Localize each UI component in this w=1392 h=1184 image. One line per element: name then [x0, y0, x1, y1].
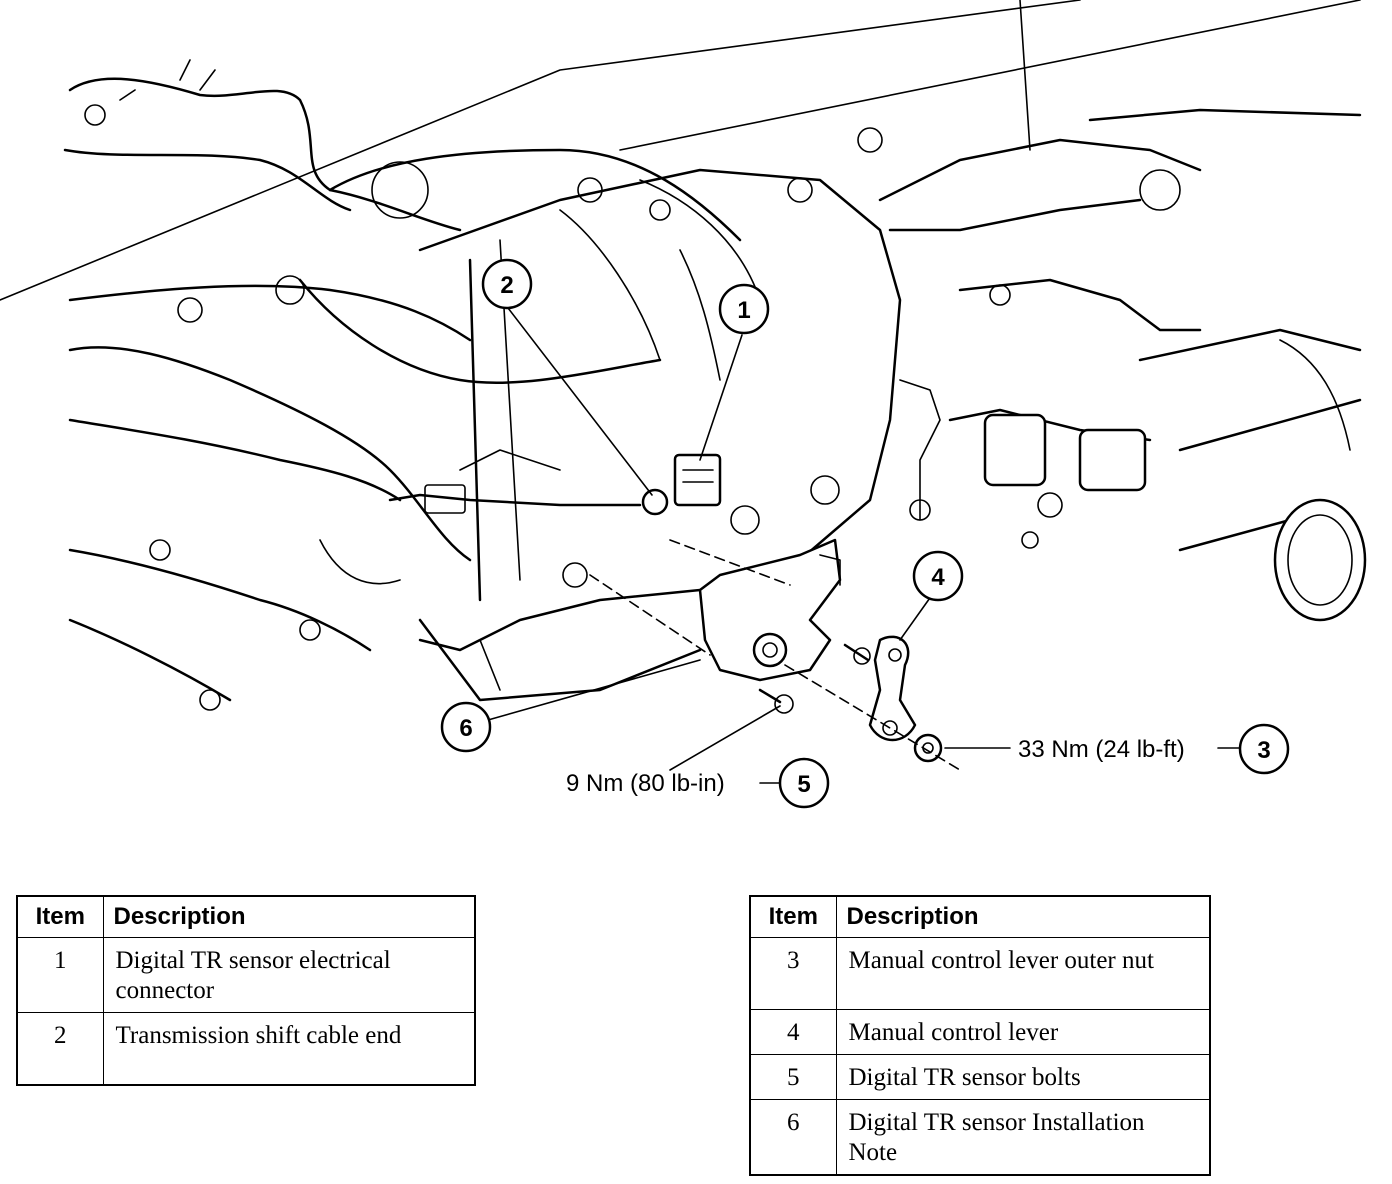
row-item: 5	[749, 1054, 837, 1100]
tr-connector	[673, 453, 722, 507]
table-row: 1 Digital TR sensor electrical connector	[16, 937, 476, 1013]
callout-6: 6	[440, 701, 492, 753]
header-description: Description	[835, 895, 1211, 938]
header-item: Item	[749, 895, 837, 938]
row-description: Digital TR sensor electrical connector	[102, 937, 476, 1013]
table-row: 4 Manual control lever	[749, 1009, 1211, 1055]
transfer-case	[857, 108, 1367, 622]
legend-table-right: Item Description 3 Manual control lever …	[749, 895, 1211, 1176]
table-row: 5 Digital TR sensor bolts	[749, 1054, 1211, 1100]
row-item: 3	[749, 937, 837, 1010]
table-row: 3 Manual control lever outer nut	[749, 937, 1211, 1010]
callout-3-label: 3	[1257, 737, 1270, 764]
row-description: Digital TR sensor bolts	[835, 1054, 1211, 1100]
row-description: Manual control lever outer nut	[835, 937, 1211, 1010]
bolts-nut	[758, 643, 943, 763]
row-item: 2	[16, 1012, 104, 1085]
callout-6-label: 6	[459, 715, 472, 742]
header-description: Description	[102, 895, 476, 938]
callout-2-label: 2	[500, 272, 513, 299]
transmission-case	[418, 168, 902, 702]
callout-5: 5	[778, 757, 830, 809]
digital-tr-sensor	[698, 538, 842, 682]
row-item: 4	[749, 1009, 837, 1055]
manual-control-lever	[868, 635, 917, 742]
callout-1: 1	[718, 283, 770, 335]
row-item: 1	[16, 937, 104, 1013]
torque-nut-label: 33 Nm (24 lb-ft)	[1018, 736, 1185, 763]
callout-4: 4	[912, 550, 964, 602]
torque-bolts-label: 9 Nm (80 lb-in)	[566, 770, 725, 797]
row-description: Digital TR sensor Installation Note	[835, 1099, 1211, 1176]
assembly-dashed-lines	[589, 539, 961, 771]
exhaust-manifold	[63, 59, 472, 342]
callout-5-label: 5	[797, 771, 810, 798]
transmission-diagram: 1 2 3 4 5 6 33 Nm (24 lb-ft) 9 Nm (80 lb…	[0, 0, 1367, 809]
callout-1-label: 1	[737, 297, 750, 324]
wiring-harness	[298, 148, 742, 384]
callout-3: 3	[1238, 723, 1290, 775]
table-row: 6 Digital TR sensor Installation Note	[749, 1099, 1211, 1176]
header-item: Item	[16, 895, 104, 938]
legend-table-left: Item Description 1 Digital TR sensor ele…	[16, 895, 476, 1086]
callout-4-label: 4	[931, 564, 945, 591]
row-description: Transmission shift cable end	[102, 1012, 476, 1085]
row-description: Manual control lever	[835, 1009, 1211, 1055]
frame-lines	[0, 0, 1361, 301]
row-item: 6	[749, 1099, 837, 1176]
shift-cable	[319, 484, 669, 585]
leader-lines	[487, 307, 1241, 784]
callout-2: 2	[481, 258, 533, 310]
table-row: 2 Transmission shift cable end	[16, 1012, 476, 1085]
engine-block	[68, 346, 472, 711]
